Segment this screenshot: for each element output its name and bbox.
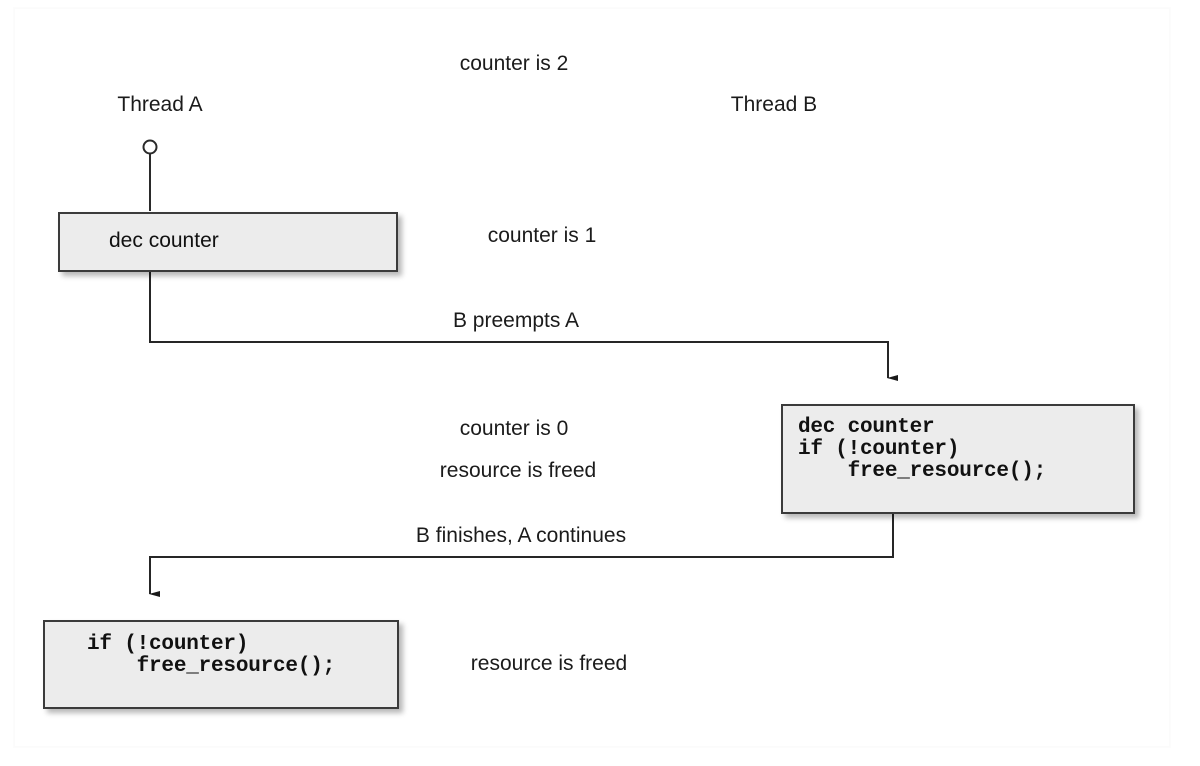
node-thread-b-line-2: if (!counter) [798,438,960,461]
annotation-resource-is-freed-bottom: resource is freed [470,652,628,675]
annotation-b-preempts-a: B preempts A [452,309,580,332]
annotation-resource-is-freed-middle: resource is freed [439,459,597,482]
node-thread-a-free-resource[interactable]: if (!counter) free_resource(); [43,620,399,709]
node-thread-a-free-line-2: free_resource(); [87,655,336,678]
annotation-counter-is-2: counter is 2 [459,52,569,75]
annotation-counter-is-1: counter is 1 [487,224,597,247]
node-thread-b-block[interactable]: dec counter if (!counter) free_resource(… [781,404,1135,514]
node-thread-a-dec-counter[interactable]: dec counter [58,212,398,272]
node-thread-a-dec-counter-text: dec counter [109,229,219,252]
thread-b-header: Thread B [730,93,818,116]
node-thread-a-free-line-1: if (!counter) [87,633,249,656]
annotation-counter-is-0: counter is 0 [459,417,569,440]
edge-b-finishes-a-continues [149,514,894,597]
thread-a-header: Thread A [117,93,203,116]
node-thread-b-line-1: dec counter [798,416,935,439]
edge-b-preempts-a [149,272,898,381]
annotation-b-finishes-a-continues: B finishes, A continues [415,524,627,547]
start-circle [142,139,158,155]
node-thread-b-line-3: free_resource(); [798,460,1047,483]
